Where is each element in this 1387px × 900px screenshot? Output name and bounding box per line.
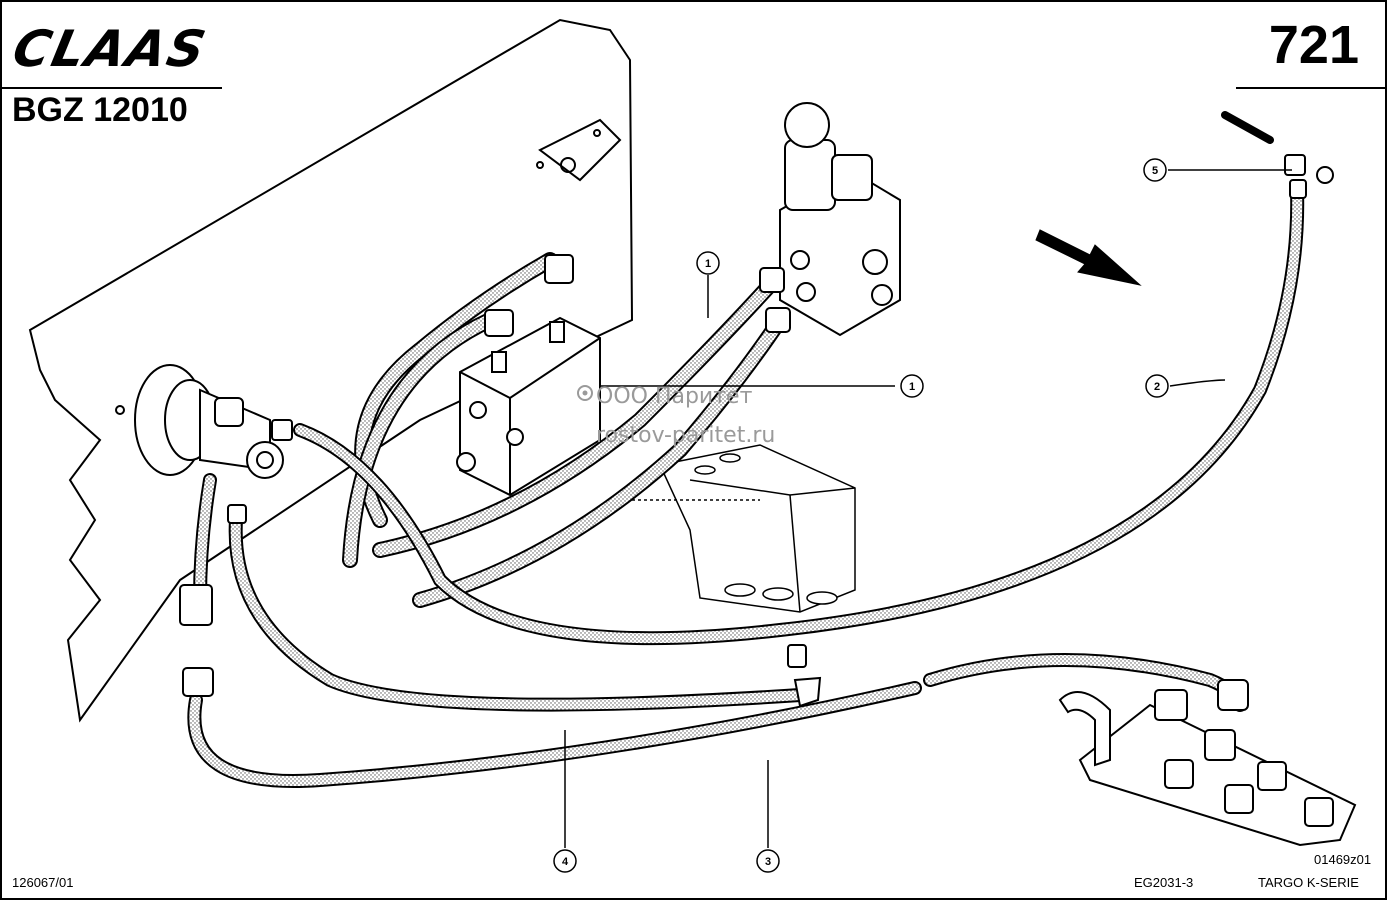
watermark-logo-icon: [577, 385, 593, 401]
callout-4-label: 4: [562, 856, 569, 868]
direction-arrow-icon: [1035, 229, 1142, 286]
callout-5: 5: [1143, 158, 1167, 182]
callout-1-upper: 1: [696, 251, 720, 275]
cylinder-unit: [134, 364, 284, 479]
connection-plate: [1058, 689, 1357, 847]
callout-3-label: 3: [765, 856, 771, 868]
page-number: 721: [1268, 15, 1359, 75]
group-code: BGZ 12010: [12, 91, 188, 129]
watermark-company: ООО Паритет: [596, 384, 753, 409]
drawing-ref: EG2031-3: [1134, 875, 1194, 890]
callout-5-label: 5: [1152, 165, 1158, 177]
figure-code: 01469z01: [1314, 852, 1372, 867]
callout-3: 3: [756, 849, 780, 873]
callout-1-lower-label: 1: [909, 381, 915, 393]
callout-2: 2: [1145, 374, 1169, 398]
callout-1-upper-label: 1: [705, 258, 711, 270]
series-name: TARGO K-SERIE: [1258, 875, 1359, 890]
leader-lines: [564, 169, 1292, 848]
callout-2-label: 2: [1154, 381, 1160, 393]
title-rule: [2, 87, 222, 89]
watermark-site: rostov-paritet.ru: [596, 423, 776, 448]
callout-1-lower: 1: [900, 374, 924, 398]
page-number-rule: [1236, 87, 1385, 89]
frame-plate: [28, 18, 634, 723]
distribution-block: [620, 444, 856, 613]
solenoid-valve: [779, 102, 901, 337]
callout-4: 4: [553, 849, 577, 873]
hoses: [187, 111, 1305, 788]
doc-number: 126067/01: [12, 875, 74, 890]
valve-block: [456, 316, 601, 497]
